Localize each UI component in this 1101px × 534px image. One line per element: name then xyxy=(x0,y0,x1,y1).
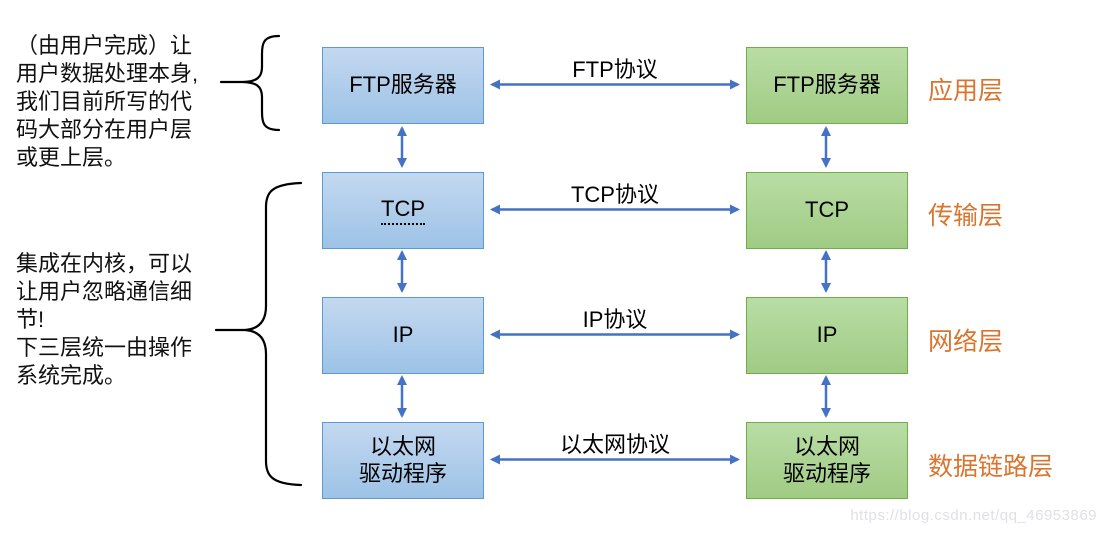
box-right-ftp-server: FTP服务器 xyxy=(746,47,908,124)
box-right-ip: IP xyxy=(746,297,908,374)
box-right-tcp: TCP xyxy=(746,172,908,249)
watermark-url: https://blog.csdn.net/qq_46953869 xyxy=(850,507,1097,524)
box-left-ethernet-driver: 以太网 驱动程序 xyxy=(322,422,484,499)
annotation-kernel-note: 集成在内核，可以 让用户忽略通信细 节! 下三层统一由操作 系统完成。 xyxy=(16,251,193,388)
protocol-label-ethernet: 以太网协议 xyxy=(559,432,670,457)
box-label: TCP xyxy=(381,196,425,226)
layer-label-datalink: 数据链路层 xyxy=(928,453,1054,481)
box-left-ftp-server: FTP服务器 xyxy=(322,47,484,124)
box-label: 以太网 驱动程序 xyxy=(782,434,871,486)
box-right-ethernet-driver: 以太网 驱动程序 xyxy=(746,422,908,499)
box-label: FTP服务器 xyxy=(773,72,881,98)
layer-label-network: 网络层 xyxy=(928,328,1004,356)
box-label: 以太网 驱动程序 xyxy=(358,434,447,486)
layer-label-application: 应用层 xyxy=(928,77,1004,105)
box-label: IP xyxy=(392,322,414,348)
box-left-tcp: TCP xyxy=(322,172,484,249)
box-label: FTP服务器 xyxy=(349,72,457,98)
layer-label-transport: 传输层 xyxy=(928,202,1004,230)
box-label: TCP xyxy=(805,197,849,223)
annotation-user-layer-note: （由用户完成）让 用户数据处理本身, 我们目前所写的代 码大部分在用户层 或更上… xyxy=(16,33,199,170)
protocol-arrows xyxy=(490,79,740,465)
protocol-label-ftp: FTP协议 xyxy=(572,57,658,82)
box-label: IP xyxy=(816,322,838,348)
protocol-label-tcp: TCP协议 xyxy=(570,182,659,207)
protocol-label-ip: IP协议 xyxy=(582,307,648,332)
box-left-ip: IP xyxy=(322,297,484,374)
